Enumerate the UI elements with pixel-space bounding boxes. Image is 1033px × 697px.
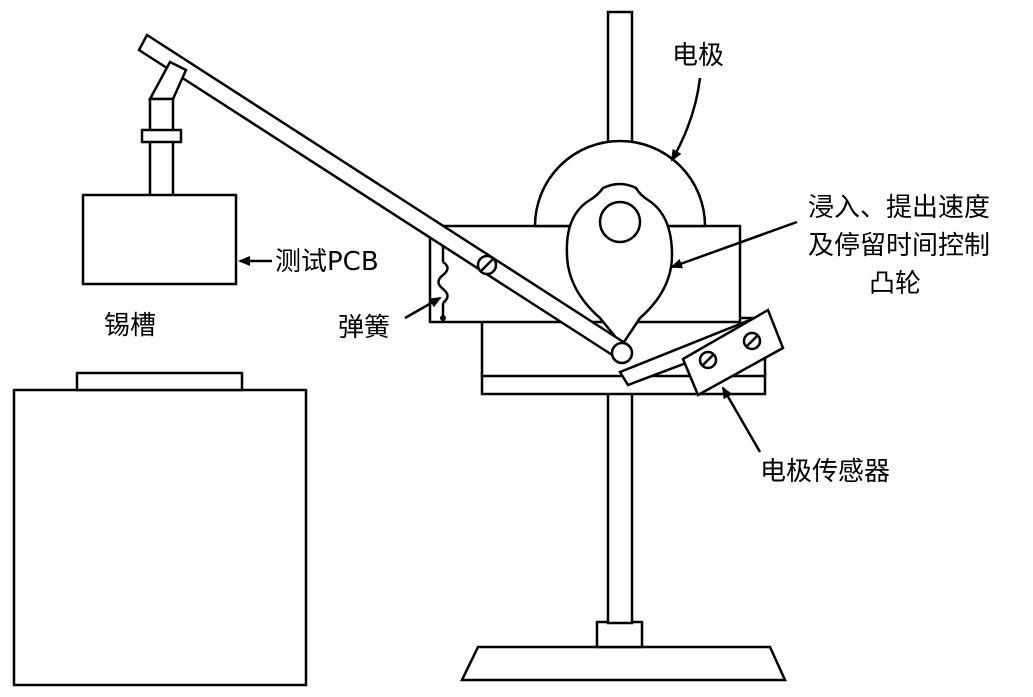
test-pcb [81, 193, 238, 286]
label-spring: 弹簧 [338, 313, 390, 343]
label-electrode: 电极 [672, 41, 724, 71]
stand-pole [606, 391, 634, 625]
lever-arm [137, 33, 634, 365]
stand-pole-upper [606, 10, 634, 159]
label-electrode-sensor: 电极传感器 [760, 457, 890, 487]
label-cam-line3: 凸轮 [869, 269, 921, 299]
leader-arrows [238, 77, 798, 453]
label-test-pcb: 测试PCB [275, 247, 379, 277]
solder-bath [12, 371, 308, 687]
label-solder-bath: 锡槽 [104, 311, 156, 341]
label-cam-line2: 及停留时间控制 [808, 231, 990, 261]
cam [565, 182, 674, 348]
pcb-holder [140, 60, 188, 211]
electrode-sensor [681, 308, 785, 397]
label-cam-line1: 浸入、提出速度 [808, 193, 990, 223]
stand-base [460, 620, 787, 682]
